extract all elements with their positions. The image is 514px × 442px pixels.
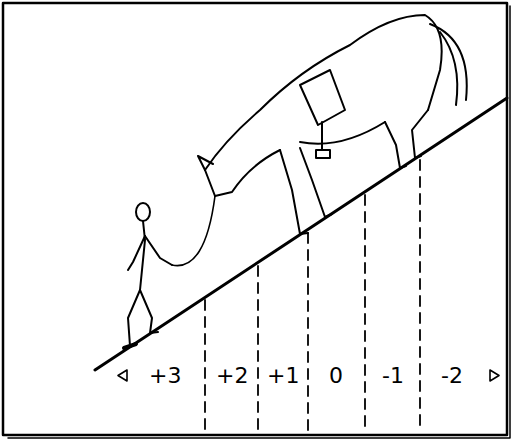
lead-rope xyxy=(172,196,215,266)
position-number: 0 xyxy=(327,365,345,387)
slope-line xyxy=(95,98,507,370)
position-number: +2 xyxy=(214,365,250,387)
position-number: +3 xyxy=(147,365,183,387)
position-number: -2 xyxy=(439,365,465,387)
person-figure xyxy=(124,203,172,348)
frame-shadow xyxy=(8,6,510,438)
position-number: +1 xyxy=(265,365,301,387)
horse-figure xyxy=(198,15,467,234)
divider-lines xyxy=(205,160,420,432)
frame xyxy=(3,3,507,435)
position-number: -1 xyxy=(380,365,406,387)
